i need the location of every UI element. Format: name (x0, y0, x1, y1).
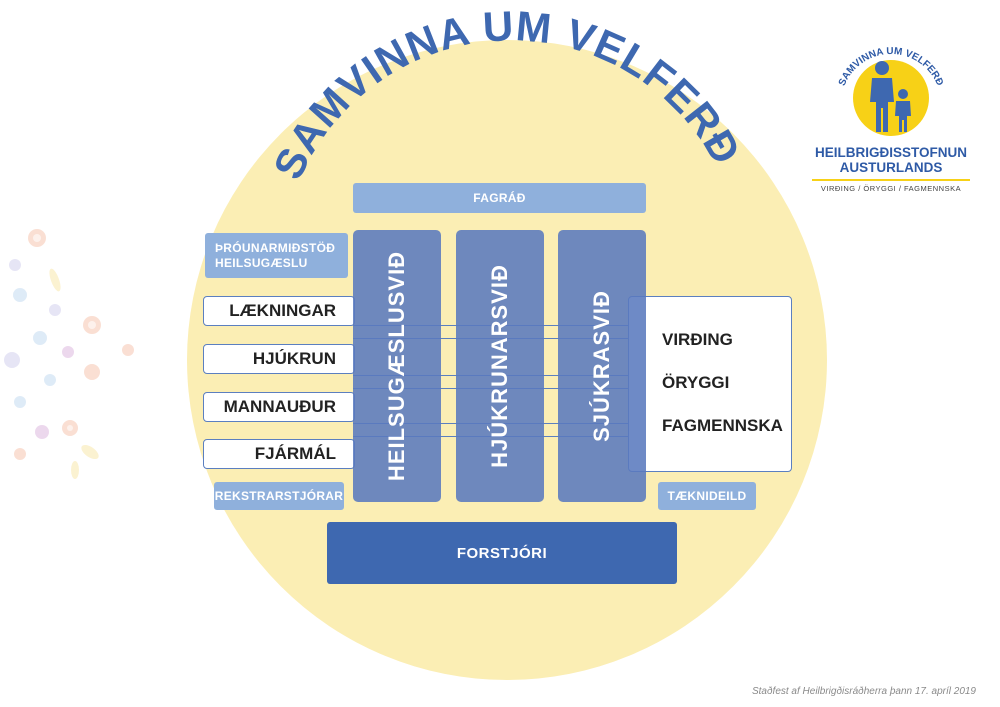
row-mannaudur-label: MANNAUÐUR (223, 397, 336, 416)
decorative-burst (4, 229, 134, 479)
throunarmidstod-box: ÞRÓUNARMIÐSTÖÐ HEILSUGÆSLU (205, 233, 348, 278)
pillar-sjukrasvid-label: SJÚKRASVIÐ (589, 290, 614, 442)
row-laekningar-label: LÆKNINGAR (229, 301, 336, 320)
value-fagmennska: FAGMENNSKA (662, 416, 783, 435)
pillar-hjukrunarsvid-label: HJÚKRUNARSVIÐ (487, 264, 512, 468)
logo: SAMVINNA UM VELFERÐ HEILBRIGÐISSTOFNUN A… (806, 30, 976, 200)
logo-tagline: VIRÐING / ÖRYGGI / FAGMENNSKA (820, 183, 962, 193)
pillar-hjukrunarsvid: HJÚKRUNARSVIÐ (456, 230, 544, 502)
logo-emblem: SAMVINNA UM VELFERÐ (837, 46, 945, 136)
row-fjarmal-label: FJÁRMÁL (254, 444, 336, 463)
logo-org-line1: HEILBRIGÐISSTOFNUN (814, 145, 967, 160)
value-oryggi: ÖRYGGI (662, 373, 730, 392)
pillar-heilsugaeslusvid: HEILSUGÆSLUSVIÐ (353, 230, 441, 502)
fagrad-bar: FAGRÁÐ (353, 183, 646, 213)
footnote: Staðfest af Heilbrigðisráðherra þann 17.… (751, 686, 976, 697)
forstjori-base: FORSTJÓRI (327, 522, 677, 584)
logo-divider (812, 179, 970, 181)
pillar-sjukrasvid: SJÚKRASVIÐ (558, 230, 646, 502)
logo-org-line2: AUSTURLANDS (839, 160, 943, 175)
pillar-heilsugaeslusvid-label: HEILSUGÆSLUSVIÐ (384, 250, 409, 482)
value-virding: VIRÐING (662, 330, 733, 349)
row-hjukrun-label: HJÚKRUN (252, 349, 336, 368)
taeknideild-box: TÆKNIDEILD (658, 482, 756, 510)
rekstrarstjorar-box: REKSTRARSTJÓRAR (214, 482, 344, 510)
row-hjukrun: HJÚKRUN (203, 344, 355, 374)
row-fjarmal: FJÁRMÁL (203, 439, 355, 469)
throunarmidstod-label: ÞRÓUNARMIÐSTÖÐ HEILSUGÆSLU (215, 240, 336, 270)
row-laekningar: LÆKNINGAR (203, 296, 355, 326)
row-mannaudur: MANNAUÐUR (203, 392, 355, 422)
values-box (628, 296, 792, 472)
